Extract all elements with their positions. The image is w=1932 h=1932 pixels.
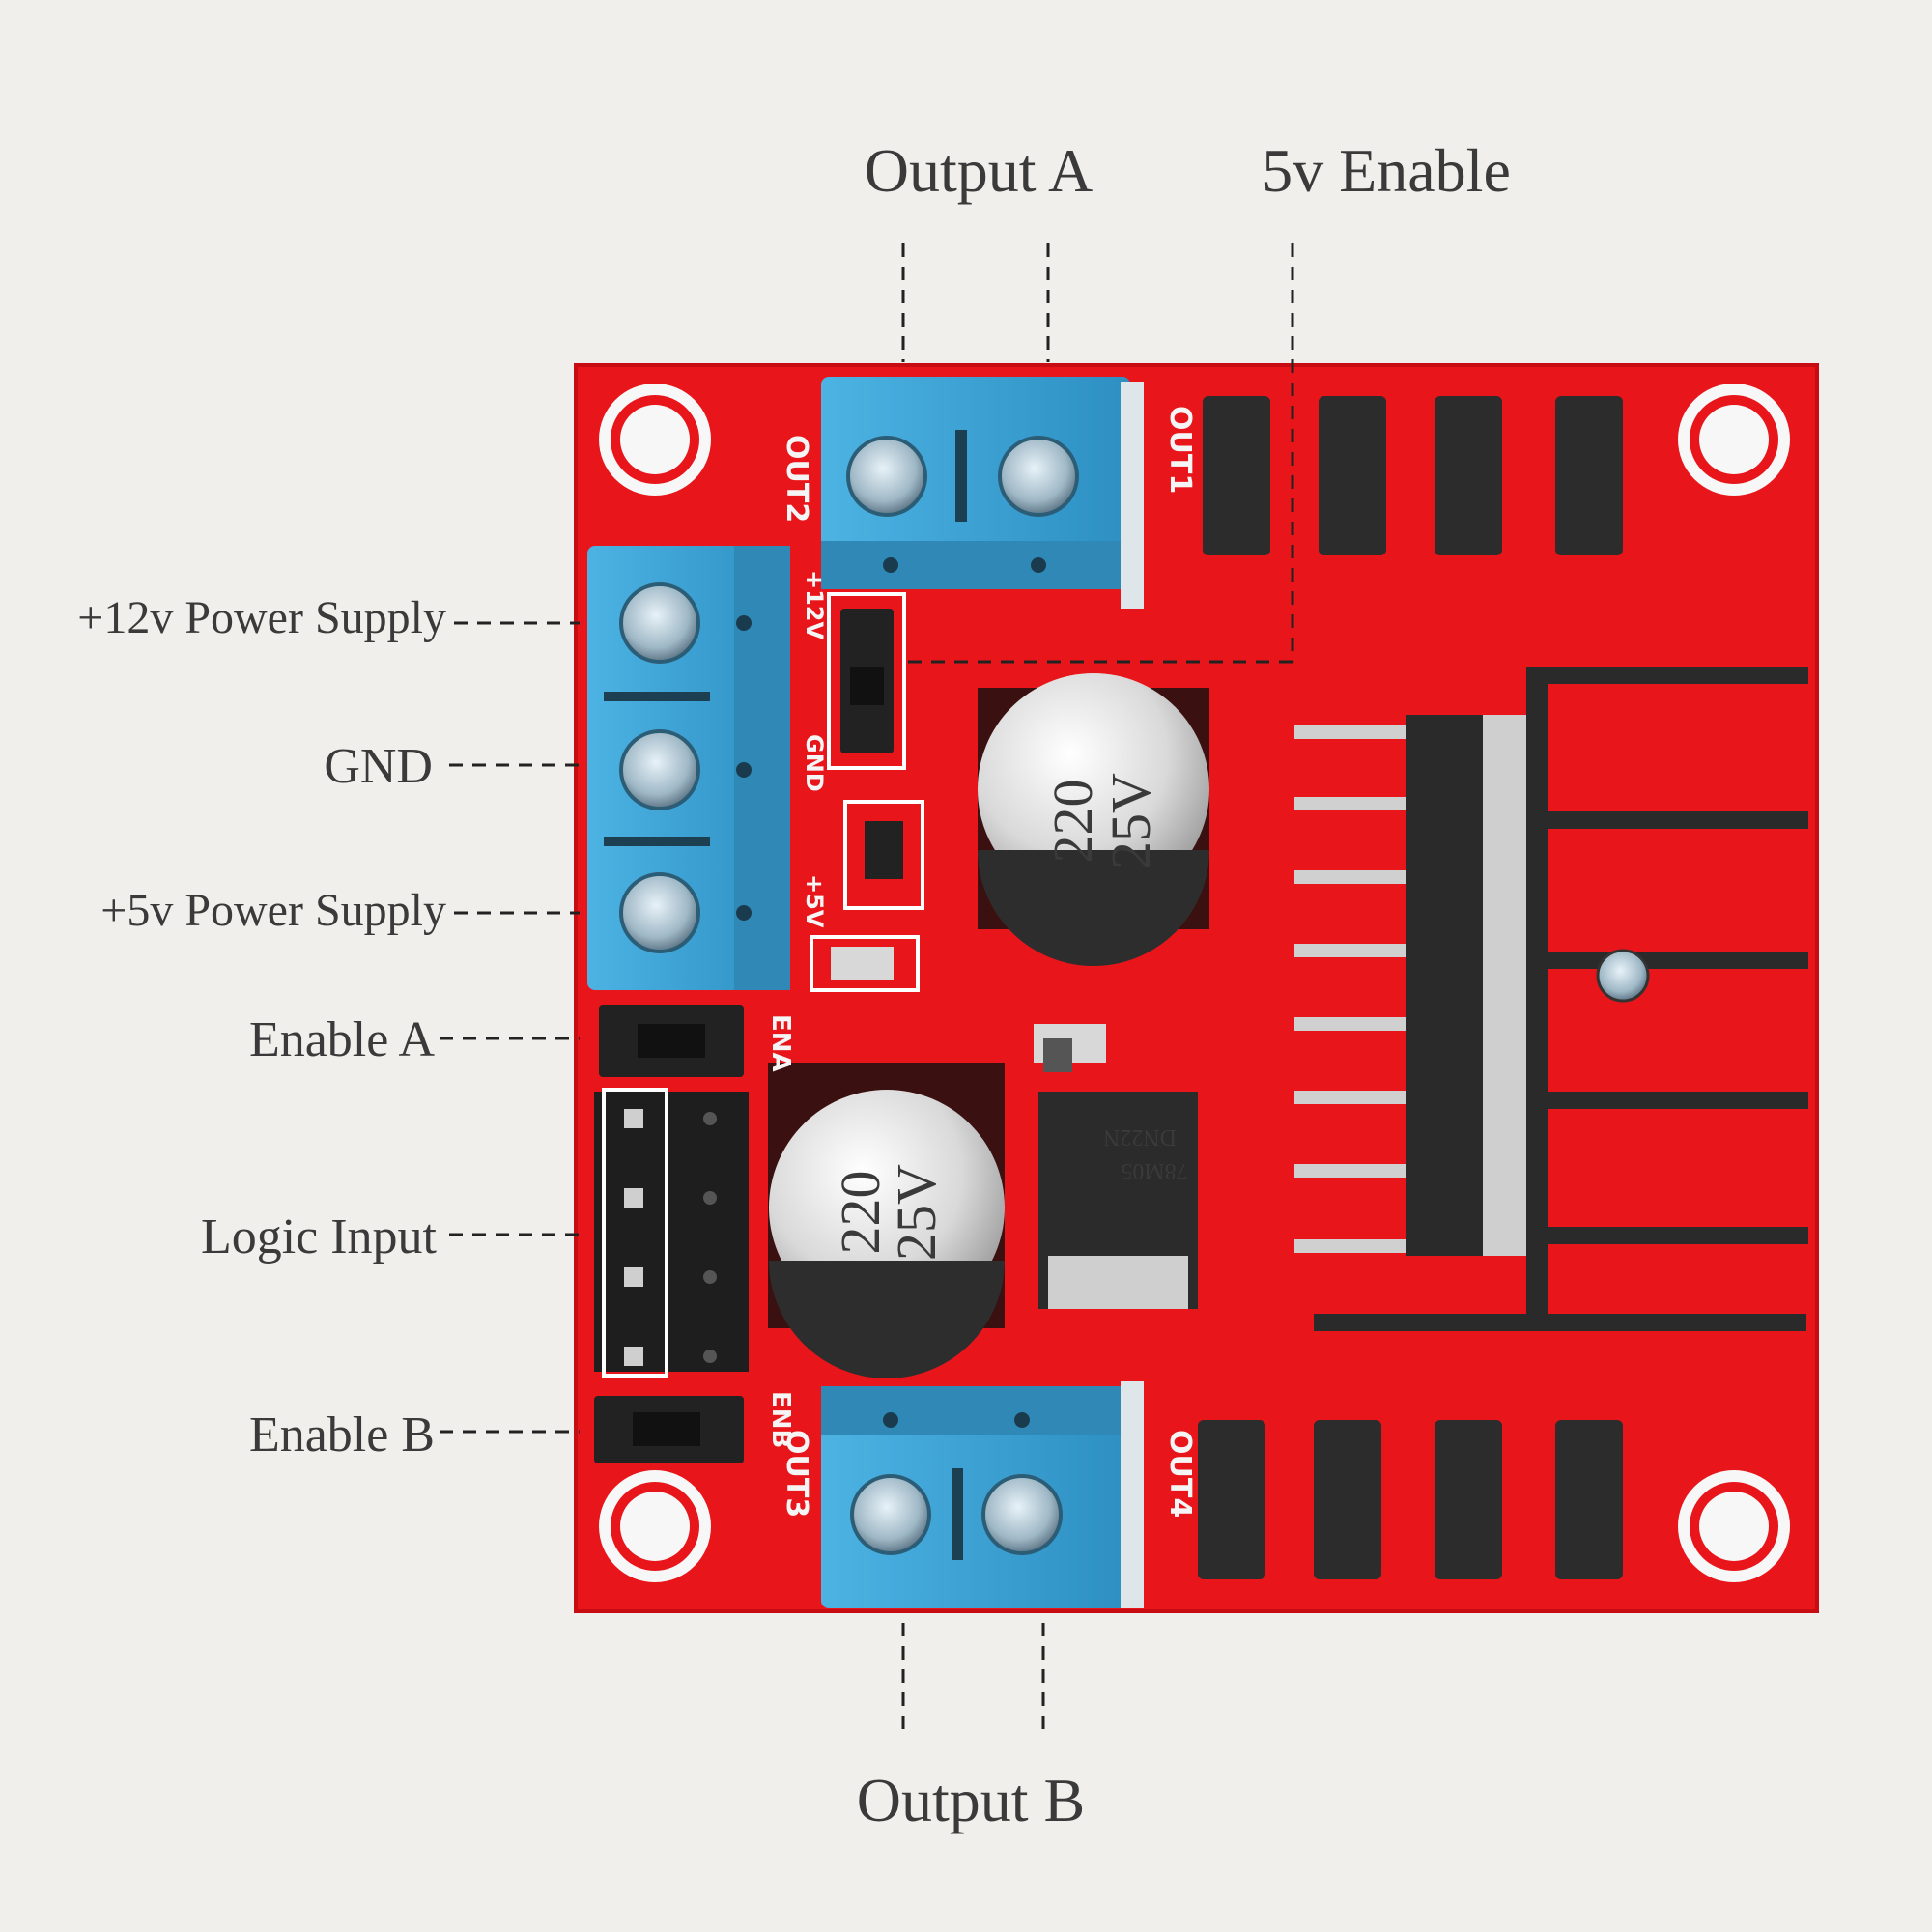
screw-icon xyxy=(850,1474,931,1555)
label-output-a: Output A xyxy=(865,136,1093,205)
silk-enb: ENB xyxy=(766,1391,795,1448)
leader-lines xyxy=(440,243,1294,1739)
capacitor-bottom-value: 220 xyxy=(829,1171,892,1255)
silk-out3: OUT3 xyxy=(780,1430,813,1518)
capacitor-top-voltage: 25V xyxy=(1099,773,1162,869)
capacitor-top: 220 25V xyxy=(978,673,1209,966)
silk-out4: OUT4 xyxy=(1163,1430,1197,1518)
label-logic-input: Logic Input xyxy=(201,1209,438,1264)
silk-5v: +5V xyxy=(801,874,828,928)
label-5v-enable: 5v Enable xyxy=(1262,136,1511,205)
label-gnd: GND xyxy=(324,739,433,794)
regulator-batch: DN22N xyxy=(1103,1124,1177,1150)
heatsink xyxy=(1314,667,1808,1331)
label-5v-power: +5v Power Supply xyxy=(100,885,446,936)
mounting-hole-icon xyxy=(1678,1470,1790,1582)
driver-pins xyxy=(1294,725,1410,1253)
label-12v-power: +12v Power Supply xyxy=(77,592,446,643)
silkscreen: OUT1 OUT2 OUT3 OUT4 ENA ENB +12V GND +5V xyxy=(766,406,1197,1518)
callout-labels: Output A 5v Enable +12v Power Supply GND… xyxy=(77,136,1511,1834)
silk-12v: +12V xyxy=(801,570,828,640)
diodes-top xyxy=(1203,396,1623,555)
terminal-output-b[interactable] xyxy=(821,1381,1144,1608)
heatsink-screw-icon xyxy=(1596,949,1650,1003)
jumper-enable-a[interactable] xyxy=(599,1005,744,1077)
silk-ena: ENA xyxy=(766,1014,795,1072)
silk-gnd: GND xyxy=(801,734,828,792)
silk-out2: OUT2 xyxy=(780,435,813,523)
mounting-holes xyxy=(599,384,1790,1582)
label-output-b: Output B xyxy=(857,1766,1085,1834)
screw-icon xyxy=(619,582,700,664)
screw-icon xyxy=(619,872,700,953)
capacitor-top-value: 220 xyxy=(1041,780,1104,864)
label-enable-b: Enable B xyxy=(249,1407,435,1463)
label-enable-a: Enable A xyxy=(249,1012,436,1067)
capacitor-bottom-voltage: 25V xyxy=(885,1164,948,1261)
terminal-output-a[interactable] xyxy=(821,377,1144,609)
capacitor-bottom: 220 25V xyxy=(768,1063,1005,1378)
mounting-hole-icon xyxy=(599,1470,711,1582)
diodes-bottom xyxy=(1198,1420,1623,1579)
logic-input-header[interactable] xyxy=(594,1088,749,1378)
smd-components xyxy=(810,800,924,992)
voltage-regulator: 78M05 DN22N xyxy=(1034,1024,1198,1309)
regulator-part-number: 78M05 xyxy=(1121,1158,1187,1183)
jumper-5v-enable[interactable] xyxy=(827,592,906,770)
screw-icon xyxy=(846,436,927,517)
jumper-enable-b[interactable] xyxy=(594,1396,744,1463)
silk-out1: OUT1 xyxy=(1163,406,1197,494)
screw-icon xyxy=(619,729,700,810)
mounting-hole-icon xyxy=(1678,384,1790,496)
mounting-hole-icon xyxy=(599,384,711,496)
screw-icon xyxy=(981,1474,1063,1555)
screw-icon xyxy=(998,436,1079,517)
terminal-power[interactable] xyxy=(587,546,790,990)
